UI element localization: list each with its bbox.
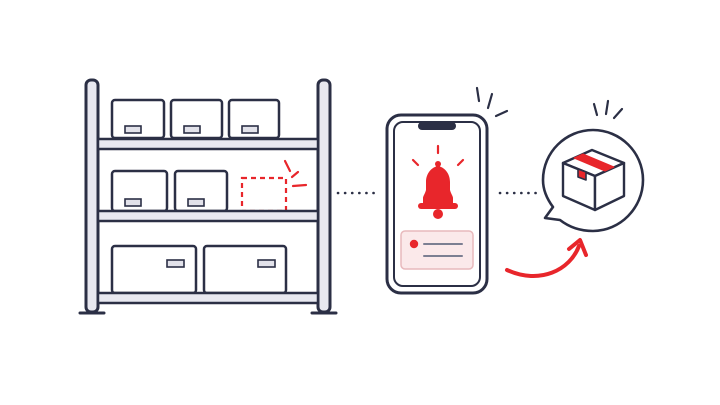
phone-notification <box>385 113 489 295</box>
box-bottom-1 <box>110 244 198 295</box>
box-mid-2 <box>173 169 229 213</box>
box-label <box>183 125 201 134</box>
box-label <box>241 125 259 134</box>
phone-notch <box>418 122 456 130</box>
package-icon <box>561 148 626 212</box>
bubble-alert-rays <box>592 99 624 120</box>
missing-box-slot <box>240 176 288 213</box>
box-label <box>257 259 276 268</box>
shelf-upright-right <box>316 78 332 314</box>
box-label <box>187 198 205 207</box>
phone-alert-rays <box>475 86 509 118</box>
shelf-board-1 <box>96 137 320 151</box>
box-top-2 <box>169 98 224 140</box>
box-bottom-2 <box>202 244 288 295</box>
box-top-1 <box>110 98 166 140</box>
notification-dot <box>409 239 419 249</box>
box-label <box>124 125 142 134</box>
box-mid-1 <box>110 169 169 213</box>
shelf-board-3 <box>96 291 320 305</box>
bell-icon <box>418 161 458 219</box>
notification-card <box>400 230 474 270</box>
speech-bubble-package <box>541 128 645 233</box>
shelf-board-2 <box>96 209 320 223</box>
curved-arrow-icon <box>505 238 588 278</box>
box-top-3 <box>227 98 281 140</box>
box-label <box>166 259 185 268</box>
box-label <box>124 198 142 207</box>
bell-rays <box>411 144 465 167</box>
missing-alert-rays <box>283 159 308 188</box>
shelf-upright-left <box>84 78 100 314</box>
shelf-unit <box>78 78 338 315</box>
